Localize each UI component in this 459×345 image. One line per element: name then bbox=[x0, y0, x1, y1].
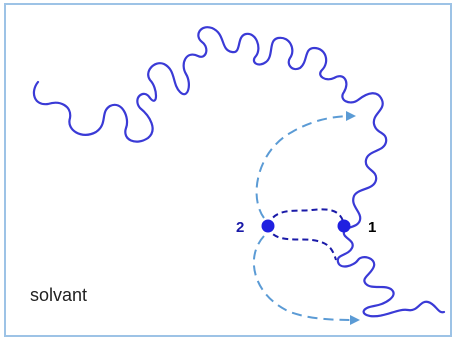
point-2 bbox=[261, 219, 275, 233]
point-2-label: 2 bbox=[236, 219, 244, 236]
arrow-up bbox=[255, 111, 356, 219]
arrow-down bbox=[252, 235, 360, 325]
point-1 bbox=[337, 219, 351, 233]
diagram-frame bbox=[4, 3, 452, 337]
dashed-link-upper bbox=[267, 208, 345, 227]
point-1-label: 1 bbox=[368, 219, 376, 236]
polymer-chain bbox=[32, 26, 446, 318]
solvent-label: solvant bbox=[30, 285, 88, 305]
dashed-link-lower bbox=[267, 225, 337, 261]
